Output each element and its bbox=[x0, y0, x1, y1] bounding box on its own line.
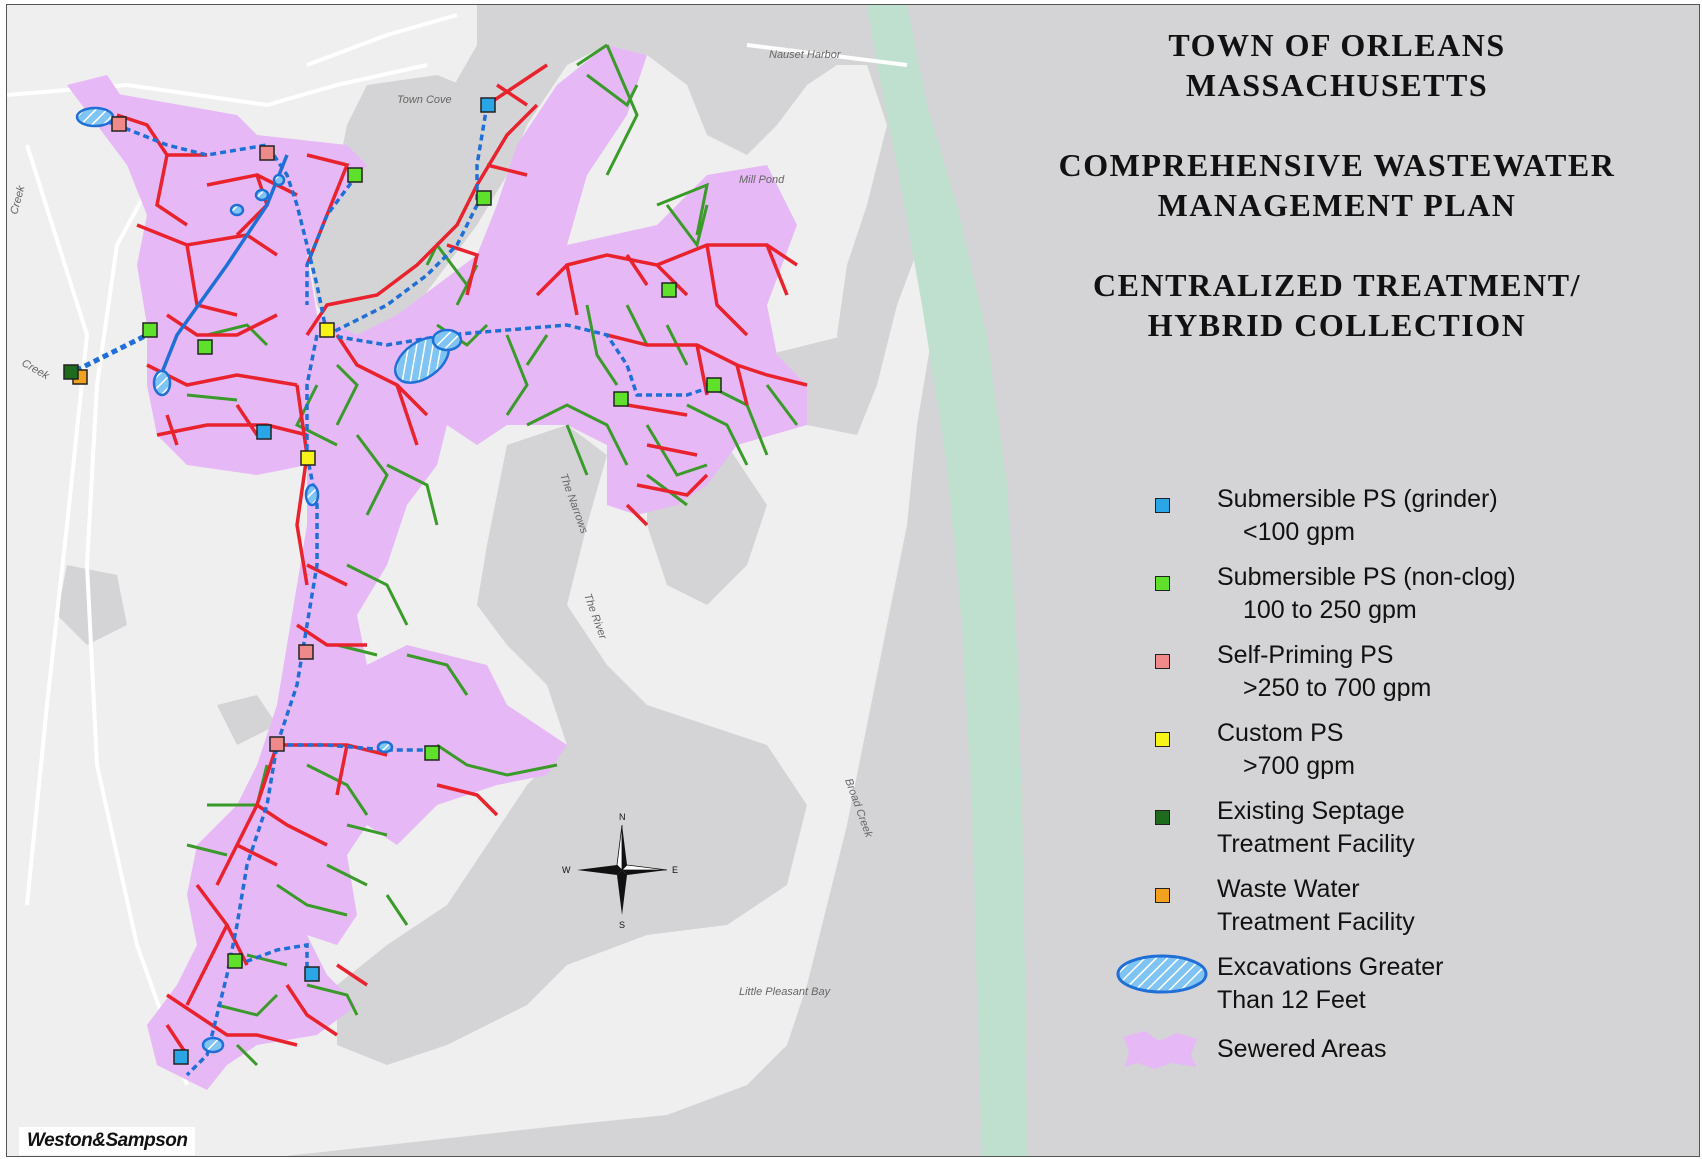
title-town: TOWN OF ORLEANS MASSACHUSETTS bbox=[987, 25, 1687, 105]
map-frame: Nauset Harbor Town Cove Mill Pond Little… bbox=[6, 4, 1700, 1157]
legend-excavation-line2: Than 12 Feet bbox=[1217, 986, 1366, 1014]
title-alternative-line1: CENTRALIZED TREATMENT/ bbox=[1093, 267, 1581, 303]
legend-item-self-priming: Self-Priming PS >250 to 700 gpm bbox=[1147, 639, 1431, 705]
title-town-line2: MASSACHUSETTS bbox=[1185, 67, 1489, 103]
legend-septage-line2: Treatment Facility bbox=[1217, 830, 1415, 858]
compass-n: N bbox=[619, 812, 626, 822]
excavation-areas bbox=[75, 106, 463, 1054]
legend-self-priming-line2: >250 to 700 gpm bbox=[1243, 674, 1432, 702]
weston-sampson-logo: Weston&Sampson bbox=[19, 1127, 195, 1155]
legend-nonclog-line1: Submersible PS (non-clog) bbox=[1217, 563, 1516, 591]
label-little-pleasant-bay: Little Pleasant Bay bbox=[739, 986, 832, 998]
legend-symbol-excavation bbox=[1116, 954, 1208, 994]
compass-w: W bbox=[562, 865, 571, 875]
legend-item-nonclog: Submersible PS (non-clog) 100 to 250 gpm bbox=[1147, 561, 1516, 627]
title-plan-line2: MANAGEMENT PLAN bbox=[1157, 187, 1517, 223]
legend-item-excavation: Excavations Greater Than 12 Feet bbox=[1147, 951, 1444, 1017]
legend-item-sewered: Sewered Areas bbox=[1147, 1033, 1387, 1066]
label-town-cove: Town Cove bbox=[397, 94, 452, 106]
legend-wwtf-line1: Waste Water bbox=[1217, 875, 1360, 903]
green-collection-lines bbox=[186, 43, 799, 1067]
title-alternative: CENTRALIZED TREATMENT/ HYBRID COLLECTION bbox=[987, 265, 1687, 345]
legend-symbol-self-priming bbox=[1155, 654, 1170, 669]
legend-symbol-custom bbox=[1155, 732, 1170, 747]
compass-rose: N S E W bbox=[562, 812, 678, 930]
legend-nonclog-line2: 100 to 250 gpm bbox=[1243, 596, 1417, 624]
title-plan: COMPREHENSIVE WASTEWATER MANAGEMENT PLAN bbox=[987, 145, 1687, 225]
title-alternative-line2: HYBRID COLLECTION bbox=[1147, 307, 1527, 343]
legend-grinder-line2: <100 gpm bbox=[1243, 518, 1355, 546]
legend-item-grinder: Submersible PS (grinder) <100 gpm bbox=[1147, 483, 1498, 549]
title-plan-line1: COMPREHENSIVE WASTEWATER bbox=[1058, 147, 1616, 183]
label-mill-pond: Mill Pond bbox=[739, 174, 785, 186]
legend-grinder-line1: Submersible PS (grinder) bbox=[1217, 485, 1498, 513]
legend-excavation-line1: Excavations Greater bbox=[1217, 953, 1444, 981]
legend-sewered-line1: Sewered Areas bbox=[1217, 1035, 1387, 1063]
legend-symbol-nonclog bbox=[1155, 576, 1170, 591]
legend-symbol-sewered bbox=[1123, 1031, 1197, 1069]
legend-item-wwtf: Waste Water Treatment Facility bbox=[1147, 873, 1415, 939]
legend-septage-line1: Existing Septage bbox=[1217, 797, 1405, 825]
beach-layer bbox=[867, 5, 1699, 1156]
legend-symbol-wwtf bbox=[1155, 888, 1170, 903]
legend-symbol-septage bbox=[1155, 810, 1170, 825]
compass-e: E bbox=[672, 865, 678, 875]
pump-stations bbox=[63, 97, 722, 1065]
legend-item-custom: Custom PS >700 gpm bbox=[1147, 717, 1355, 783]
map-canvas: Nauset Harbor Town Cove Mill Pond Little… bbox=[7, 5, 1699, 1156]
title-town-line1: TOWN OF ORLEANS bbox=[1168, 27, 1506, 63]
label-nauset-harbor: Nauset Harbor bbox=[769, 49, 842, 61]
legend-custom-line1: Custom PS bbox=[1217, 719, 1344, 747]
legend-custom-line2: >700 gpm bbox=[1243, 752, 1355, 780]
legend-symbol-grinder bbox=[1155, 498, 1170, 513]
compass-s: S bbox=[619, 920, 625, 930]
legend-wwtf-line2: Treatment Facility bbox=[1217, 908, 1415, 936]
legend-item-septage: Existing Septage Treatment Facility bbox=[1147, 795, 1415, 861]
legend-self-priming-line1: Self-Priming PS bbox=[1217, 641, 1394, 669]
